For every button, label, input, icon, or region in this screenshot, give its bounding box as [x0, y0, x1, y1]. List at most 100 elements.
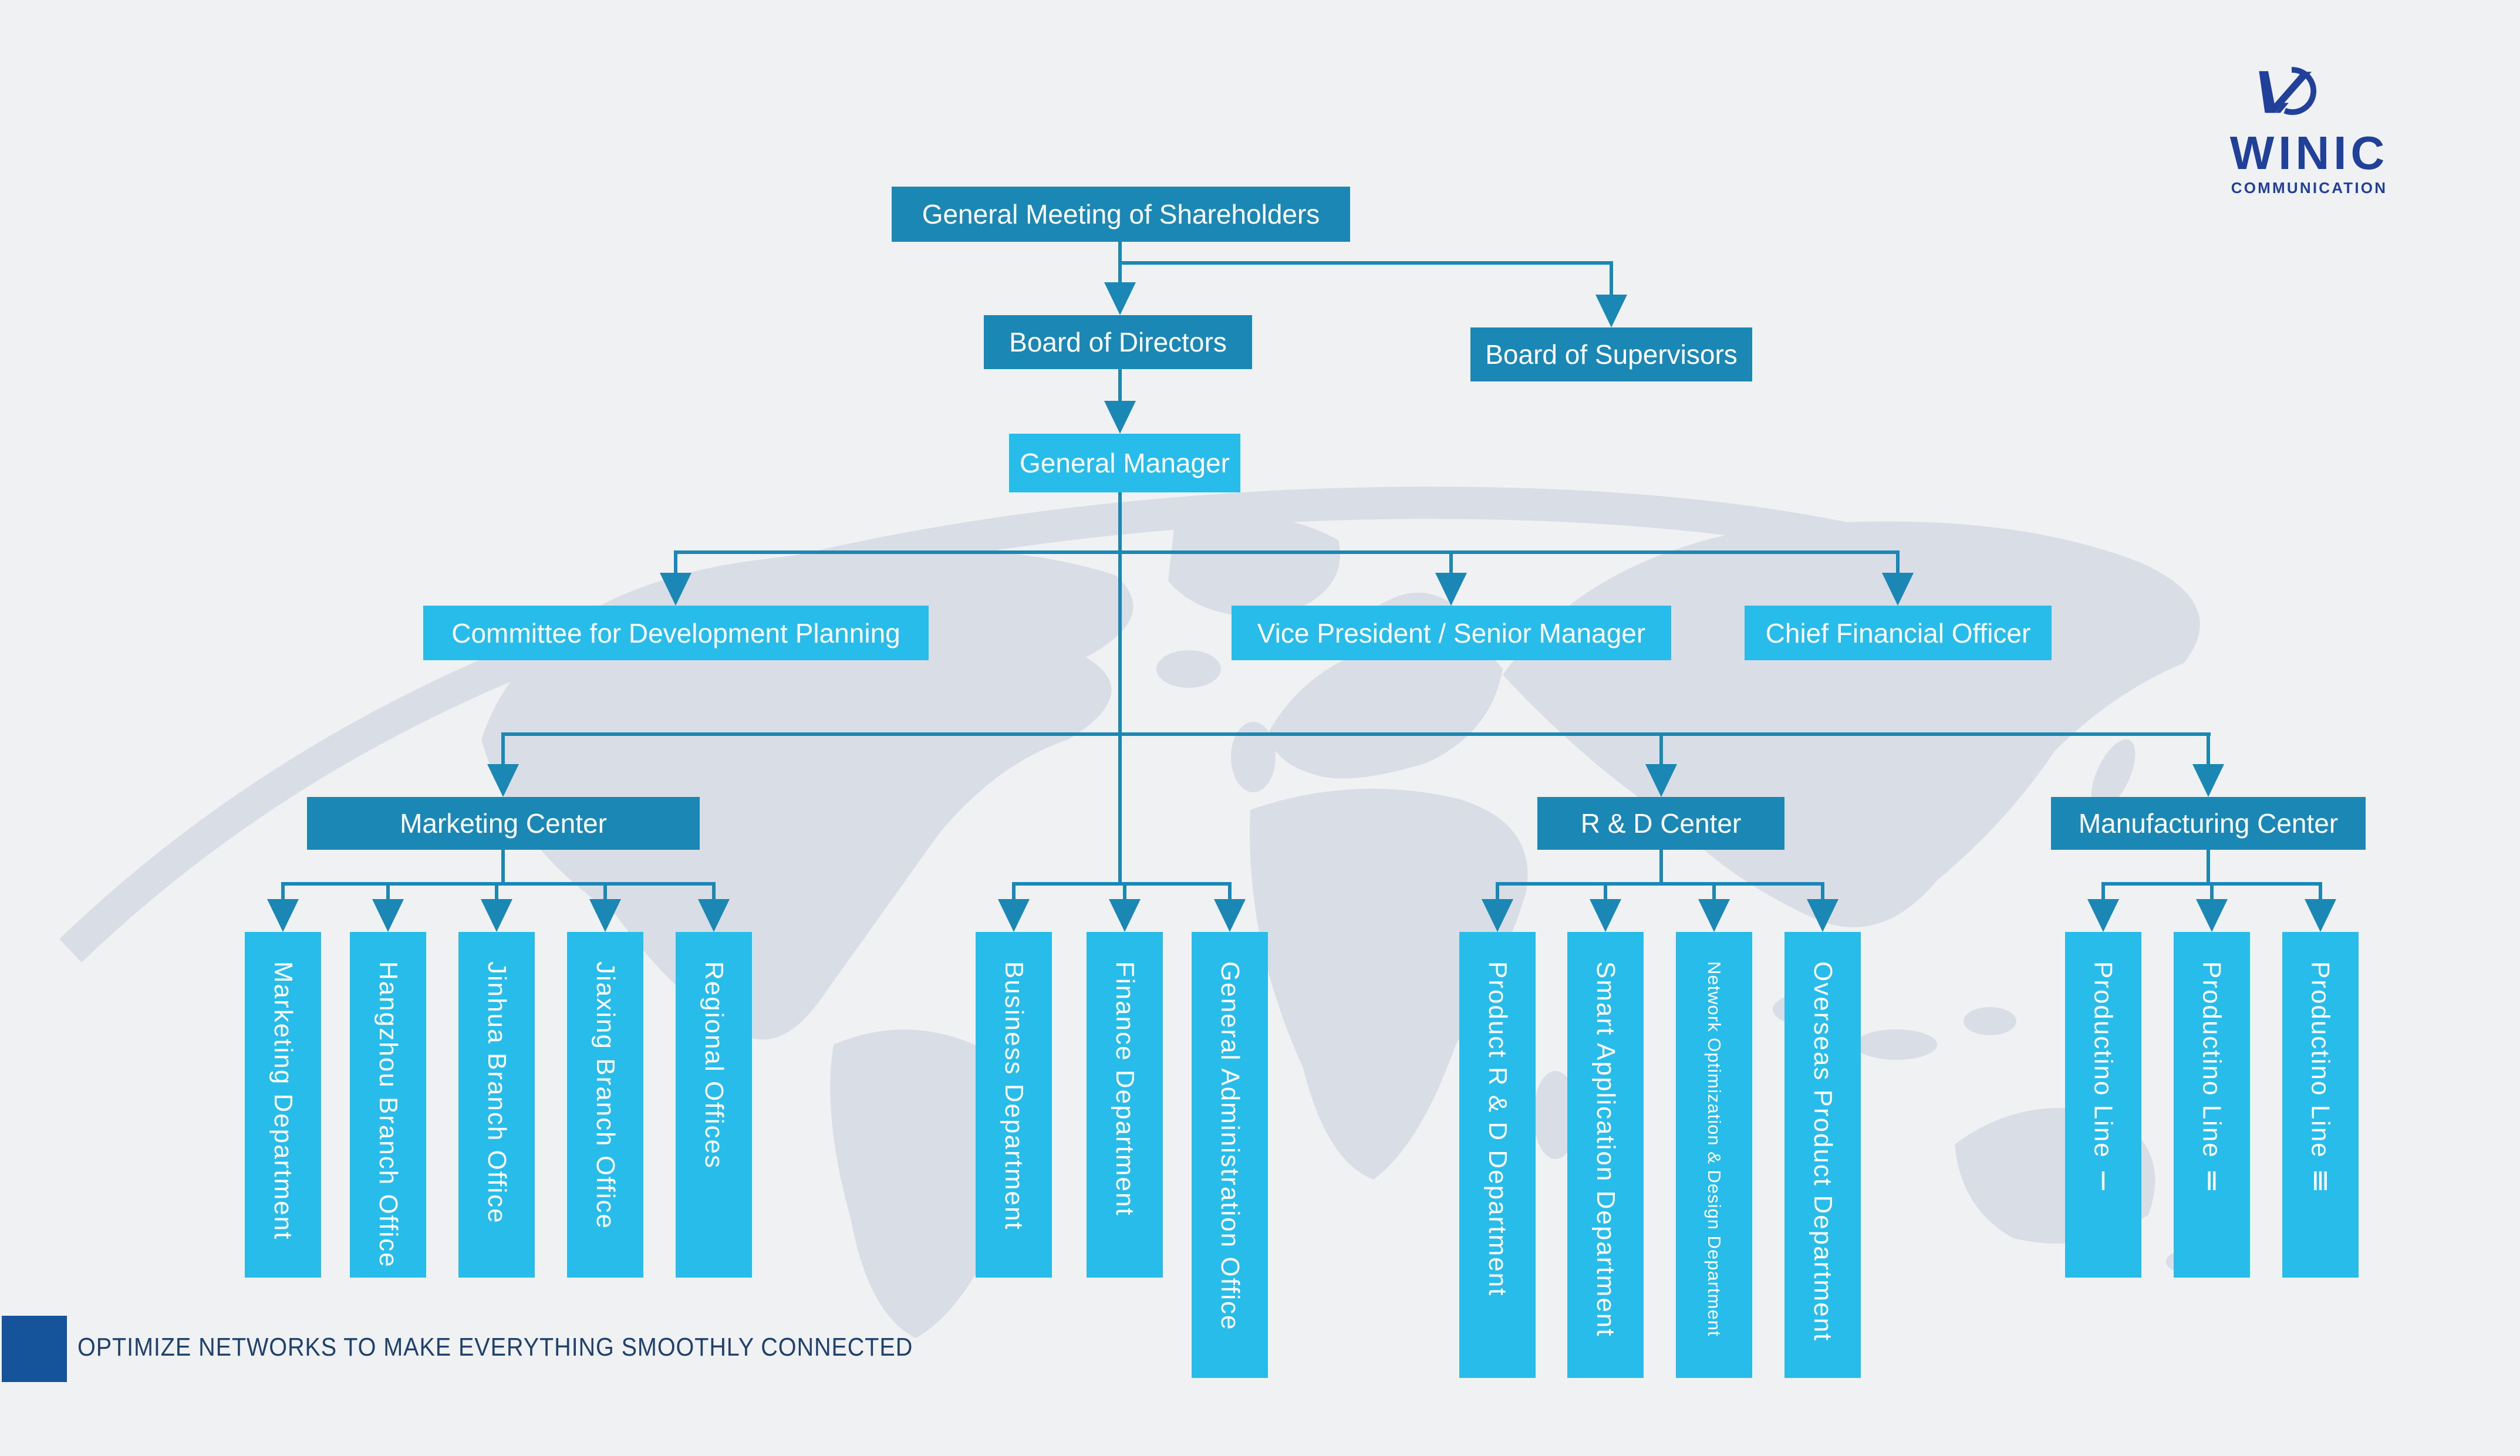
slogan-accent-square: [2, 1316, 67, 1382]
node-label: Board of Directors: [1009, 327, 1227, 357]
node-label: Marketing Center: [400, 808, 607, 839]
connector-line: [501, 732, 505, 765]
connector-arrow-down: [1104, 282, 1136, 315]
connector-line: [712, 882, 716, 900]
connector-line: [674, 550, 1900, 554]
dept-production-line-2: Productino Line Ⅱ: [2174, 932, 2250, 1278]
connector-line: [2319, 882, 2322, 900]
node-label: R & D Center: [1580, 808, 1742, 839]
connector-arrow-down: [481, 899, 512, 932]
node-label: General Meeting of Shareholders: [922, 199, 1320, 229]
connector-line: [674, 550, 677, 574]
connector-arrow-down: [1882, 573, 1914, 606]
connector-arrow-down: [2192, 764, 2224, 797]
connector-line: [1449, 550, 1453, 574]
node-label: General Manager: [1020, 448, 1230, 478]
dept-label: Productino Line Ⅱ: [2197, 961, 2226, 1198]
connector-line: [281, 882, 285, 900]
dept-smart-application-department: Smart Application Department: [1567, 932, 1644, 1378]
winic-logo-mark: [2259, 67, 2317, 115]
connector-arrow-down: [2196, 899, 2228, 932]
node-general-meeting-of-shareholders: General Meeting of Shareholders: [892, 187, 1350, 242]
dept-hangzhou-branch-office: Hangzhou Branch Office: [350, 932, 426, 1278]
winic-logo: WINIC COMMUNICATION: [2221, 59, 2397, 197]
dept-label: Business Department: [1000, 961, 1028, 1231]
node-general-manager: General Manager: [1009, 434, 1240, 492]
connector-line: [603, 882, 607, 900]
dept-label: Overseas Product Department: [1809, 961, 1837, 1342]
node-label: Chief Financial Officer: [1765, 617, 2031, 648]
connector-line: [2207, 850, 2210, 886]
connector-arrow-down: [2087, 899, 2119, 932]
connector-line: [1118, 369, 1122, 402]
connector-line: [1012, 882, 1016, 900]
dept-label: Jiaxing Branch Office: [591, 961, 620, 1229]
dept-marketing-department: Marketing Department: [245, 932, 321, 1278]
connector-line: [501, 732, 2211, 736]
connector-line: [1712, 882, 1716, 900]
node-label: Committee for Development Planning: [451, 617, 900, 648]
dept-label: Hangzhou Branch Office: [374, 961, 403, 1268]
connector-arrow-down: [1645, 764, 1677, 797]
connector-arrow-down: [1698, 899, 1730, 932]
connector-line: [1012, 882, 1232, 886]
dept-label: General Administration Office: [1216, 961, 1244, 1331]
connector-arrow-down: [660, 573, 691, 606]
dept-label: Jinhua Branch Office: [483, 961, 511, 1224]
dept-label: Productino Line Ⅲ: [2306, 961, 2335, 1198]
connector-arrow-down: [1807, 899, 1838, 932]
connector-arrow-down: [2305, 899, 2336, 932]
dept-jinhua-branch-office: Jinhua Branch Office: [458, 932, 535, 1278]
connector-arrow-down: [1214, 899, 1246, 932]
connector-line: [1659, 732, 1663, 765]
connector-line: [1496, 882, 1499, 900]
dept-network-optimization-design-department: Network Optimization & Design Department: [1676, 932, 1752, 1378]
dept-label: Product R & D Department: [1483, 961, 1512, 1297]
node-label: Board of Supervisors: [1485, 339, 1738, 370]
connector-line: [1821, 882, 1824, 900]
dept-finance-department: Finance Department: [1087, 932, 1163, 1278]
node-board-of-directors: Board of Directors: [984, 315, 1252, 369]
connector-line: [2207, 732, 2210, 765]
node-board-of-supervisors: Board of Supervisors: [1470, 327, 1752, 381]
connector-line: [1604, 882, 1607, 900]
connector-line: [1118, 261, 1612, 265]
connector-arrow-down: [1104, 401, 1136, 434]
connector-line: [501, 850, 505, 886]
dept-jiaxing-branch-office: Jiaxing Branch Office: [567, 932, 643, 1278]
connector-line: [2101, 882, 2105, 900]
node-chief-financial-officer: Chief Financial Officer: [1745, 606, 2052, 660]
connector-arrow-down: [1590, 899, 1621, 932]
connector-arrow-down: [1595, 295, 1627, 327]
connector-line: [1228, 882, 1232, 900]
connector-arrow-down: [487, 764, 519, 797]
connector-arrow-down: [589, 899, 621, 932]
connector-line: [1118, 492, 1122, 885]
dept-production-line-3: Productino Line Ⅲ: [2282, 932, 2359, 1278]
connector-arrow-down: [267, 899, 299, 932]
dept-label: Smart Application Department: [1591, 961, 1620, 1337]
connector-line: [1659, 850, 1663, 886]
dept-general-administration-office: General Administration Office: [1192, 932, 1268, 1378]
dept-overseas-product-department: Overseas Product Department: [1784, 932, 1861, 1378]
connector-arrow-down: [698, 899, 730, 932]
logo-company-name: WINIC: [2229, 127, 2389, 179]
connector-line: [2210, 882, 2214, 900]
connector-line: [495, 882, 498, 900]
dept-product-rd-department: Product R & D Department: [1459, 932, 1536, 1378]
dept-production-line-1: Productino Line Ⅰ: [2065, 932, 2141, 1278]
node-marketing-center: Marketing Center: [307, 797, 700, 850]
slogan-text: OPTIMIZE NETWORKS TO MAKE EVERYTHING SMO…: [77, 1333, 913, 1362]
dept-label: Network Optimization & Design Department: [1704, 961, 1725, 1337]
node-label: Manufacturing Center: [2078, 808, 2339, 839]
connector-arrow-down: [1482, 899, 1513, 932]
connector-line: [386, 882, 390, 900]
dept-label: Marketing Department: [269, 961, 298, 1241]
node-vice-president-senior-manager: Vice President / Senior Manager: [1232, 606, 1671, 660]
connector-arrow-down: [998, 899, 1030, 932]
connector-line: [281, 882, 716, 886]
connector-arrow-down: [1435, 573, 1467, 606]
connector-arrow-down: [1109, 899, 1141, 932]
dept-label: Productino Line Ⅰ: [2089, 961, 2118, 1198]
